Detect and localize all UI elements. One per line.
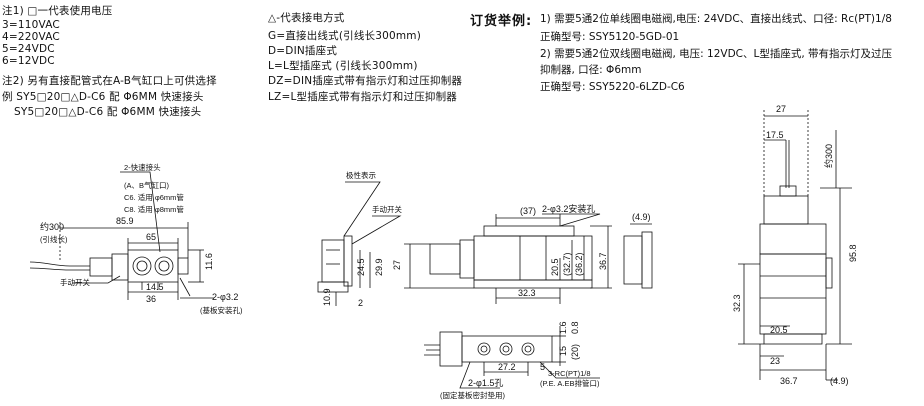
voltage-5: 5=24VDC	[2, 43, 55, 55]
d3-dim-20: (20)	[570, 344, 580, 360]
d2-dim-32-7: (32.7)	[562, 252, 572, 276]
connection-l: L=L型插座式 (引线长300mm)	[268, 60, 418, 72]
connection-g: G=直接出线式(引线长300mm)	[268, 30, 422, 42]
d2-dim-20-5: 20.5	[550, 258, 560, 276]
d1-dim-14-5: 14.5	[146, 282, 164, 292]
d1-manual-label: 手动开关	[60, 277, 90, 287]
voltage-3: 3=110VAC	[2, 19, 60, 31]
d1-ab-label: (A、B气缸口)	[124, 180, 170, 190]
d3-dim-27-2: 27.2	[498, 362, 516, 372]
d3-ports-note: (P.E. A.EB排管口)	[540, 378, 600, 388]
example-2: SY5□20□△D-C6 配 Φ6MM 快速接头	[14, 106, 202, 118]
d2-dim-32-3: 32.3	[518, 288, 536, 298]
d3-dim-5: 5	[540, 362, 545, 372]
d2-mount-holes: 2-φ3.2安装孔	[542, 203, 595, 214]
order-line-2: 正确型号: SSY5120-5GD-01	[540, 31, 680, 43]
d4-dim-23: 23	[770, 356, 780, 366]
d2-polarity-label: 极性表示	[346, 170, 376, 180]
connection-heading: △-代表接电方式	[268, 12, 345, 24]
connection-d: D=DIN插座式	[268, 45, 338, 57]
d1-dim-65: 65	[146, 232, 156, 242]
d1-dim-36: 36	[146, 294, 156, 304]
d1-c8-label: C8. 适用 φ8mm管	[124, 204, 184, 214]
d2-dim-37: (37)	[520, 206, 536, 216]
d4-dim-4-9: (4.9)	[830, 376, 849, 386]
connection-dz: DZ=DIN插座式带有指示灯和过压抑制器	[268, 75, 463, 87]
d4-dim-27: 27	[776, 104, 786, 114]
voltage-4: 4=220VAC	[2, 31, 60, 43]
example-1: 例 SY5□20□△D-C6 配 Φ6MM 快速接头	[2, 91, 204, 103]
d2-dim-2: 2	[358, 298, 363, 308]
d4-dim-17-5: 17.5	[766, 130, 784, 140]
d2-dim-36-7: 36.7	[598, 252, 608, 270]
d2-dim-4-9: (4.9)	[632, 212, 651, 222]
d1-c6-label: C6. 适用 φ6mm管	[124, 192, 184, 202]
d3-ports: 3-RC(PT)1/8	[548, 369, 591, 378]
d1-mount-holes: 2-φ3.2	[212, 292, 238, 302]
d4-dim-36-7: 36.7	[780, 376, 798, 386]
d1-quick-label: 2-快速接头	[124, 162, 161, 172]
d3-dim-0-8: 0.8	[570, 321, 580, 334]
d4-dim-32-3: 32.3	[732, 294, 742, 312]
order-title: 订货举例:	[470, 14, 533, 29]
d1-dim-85-9: 85.9	[116, 216, 134, 226]
d2-dim-27: 27	[392, 260, 402, 270]
order-line-1: 1) 需要5通2位单线圈电磁阀,电压: 24VDC、直接出线式、口径: Rc(P…	[540, 13, 892, 25]
d2-dim-24-5: 24.5	[356, 258, 366, 276]
d1-lead-length: 约300	[40, 221, 64, 232]
d1-lead-label: (引线长)	[40, 234, 68, 244]
connection-lz: LZ=L型插座式带有指示灯和过压抑制器	[268, 91, 457, 103]
d2-dim-10-9: 10.9	[322, 288, 332, 306]
note1-heading: 注1) □一代表使用电压	[2, 5, 113, 17]
d3-holes-note: (固定基板密封垫用)	[440, 390, 505, 400]
d4-dim-20-5: 20.5	[770, 325, 788, 335]
order-line-5: 正确型号: SSY5220-6LZD-C6	[540, 81, 685, 93]
voltage-6: 6=12VDC	[2, 55, 55, 67]
d1-dim-11-6: 11.6	[204, 253, 214, 270]
d4-dim-95-8: 95.8	[848, 244, 858, 262]
d3-dim-15: 15	[558, 346, 568, 356]
d2-manual-label: 手动开关	[372, 204, 402, 214]
d2-dim-29-9: 29.9	[374, 258, 384, 276]
order-line-3: 2) 需要5通2位双线圈电磁阀, 电压: 12VDC、L型插座式, 带有指示灯及…	[540, 48, 893, 60]
d4-dim-300: 约300	[823, 144, 834, 168]
d3-holes: 2-φ1.5孔	[468, 378, 503, 388]
d1-mount-note: (基板安装孔)	[200, 305, 243, 315]
d2-dim-36-2: (36.2)	[574, 252, 584, 276]
note2: 注2) 另有直接配管式在A-B气缸口上可供选择	[2, 75, 217, 87]
d3-dim-1-6: 1.6	[558, 321, 568, 334]
order-line-4: 抑制器, 口径: Φ6mm	[540, 64, 642, 76]
